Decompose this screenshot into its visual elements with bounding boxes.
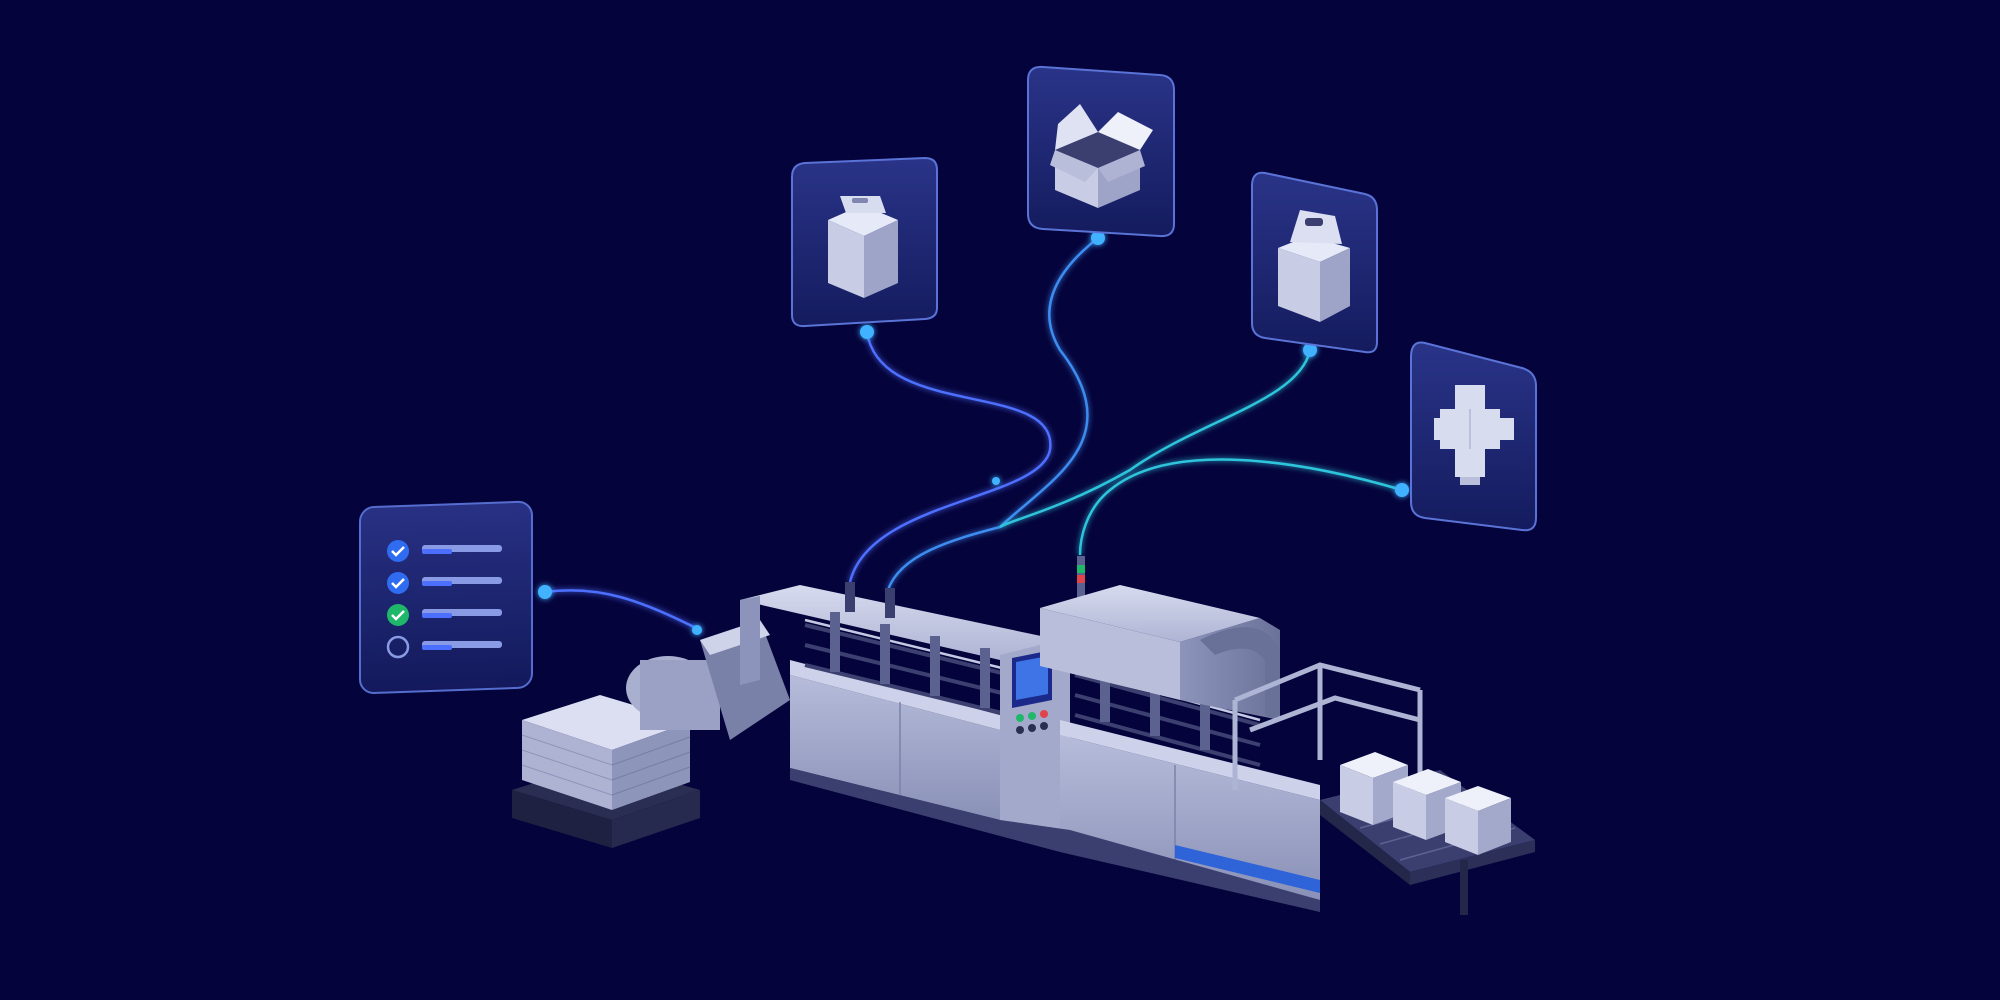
gable-top-box-icon [828, 196, 898, 298]
check-circle-green-icon [387, 604, 409, 626]
connector-tall-box [848, 331, 1052, 583]
machine-back-top [740, 585, 1060, 660]
connector-handle-box [999, 349, 1312, 529]
connector-open-box [886, 237, 1099, 591]
node-tall-box [860, 325, 874, 339]
machine-front-panel-1 [790, 675, 1000, 820]
tall-box-card [791, 156, 938, 328]
connector-lines [544, 237, 1403, 632]
sensor-post [845, 582, 855, 612]
node-die-cut [1395, 483, 1409, 497]
check-circle-icon [387, 540, 409, 562]
finished-boxes [1340, 752, 1511, 855]
connector-die-cut [1078, 458, 1403, 556]
connector-nodes [538, 231, 1409, 635]
open-box-card [1027, 65, 1175, 238]
connector-checklist [544, 589, 701, 632]
node-open-box [1091, 231, 1105, 245]
die-cut-box-template-icon [1434, 385, 1514, 485]
handle-box-card [1251, 171, 1378, 354]
folder-gluer-machine [512, 556, 1535, 915]
upper-housing [1040, 585, 1280, 720]
node-machine-left [692, 625, 702, 635]
open-carton-box-icon [1050, 104, 1153, 208]
machine-front-panel-2 [1060, 735, 1320, 900]
checklist-icon [386, 540, 502, 659]
pallet-with-blanks [512, 695, 700, 848]
handle-carrier-box-icon [1278, 210, 1350, 322]
die-cut-card [1410, 341, 1537, 532]
sensor-post [885, 588, 895, 618]
empty-circle-icon [386, 635, 410, 659]
control-buttons [1016, 710, 1048, 734]
node-checklist [538, 585, 552, 599]
node-mid-route [992, 477, 1000, 485]
accent-stripe [1175, 845, 1320, 893]
feeder-unit [626, 620, 790, 740]
node-handle-box [1303, 343, 1317, 357]
check-circle-icon [387, 572, 409, 594]
finished-box [1445, 786, 1511, 855]
checklist-card [359, 500, 533, 694]
output-cage [1232, 662, 1423, 790]
